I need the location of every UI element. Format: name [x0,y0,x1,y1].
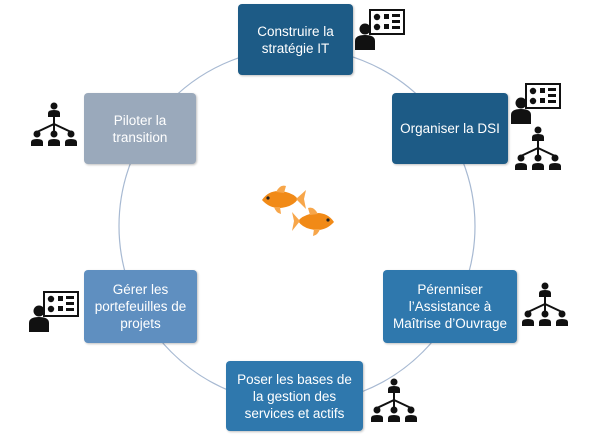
step-label: Poser les bases de la gestion des servic… [237,371,352,421]
presenter-icon [511,83,561,124]
step-label: Gérer les portefeuilles de projets [94,282,187,331]
goldfish-icon [262,185,306,214]
step-perenniser-amoa: Pérenniser l’Assistance à Maîtrise d’Ouv… [383,270,517,343]
org-chart-icon [515,126,561,170]
step-label: Construire la stratégie IT [257,23,334,56]
step-gerer-portefeuilles: Gérer les portefeuilles de projets [84,270,197,343]
step-construire-strategie: Construire la stratégie IT [238,4,353,75]
step-label: Organiser la DSI [400,121,500,136]
org-chart-icon [31,102,77,146]
presenter-icon [355,9,405,50]
presenter-icon [29,291,79,332]
step-label: Pérenniser l’Assistance à Maîtrise d’Ouv… [392,282,508,331]
step-piloter-transition: Piloter la transition [84,93,196,164]
goldfish-icon [292,207,334,236]
step-gestion-services: Poser les bases de la gestion des servic… [226,361,363,431]
org-chart-icon [371,378,417,422]
step-organiser-dsi: Organiser la DSI [392,93,508,164]
org-chart-icon [522,282,568,326]
step-label: Piloter la transition [112,112,168,145]
